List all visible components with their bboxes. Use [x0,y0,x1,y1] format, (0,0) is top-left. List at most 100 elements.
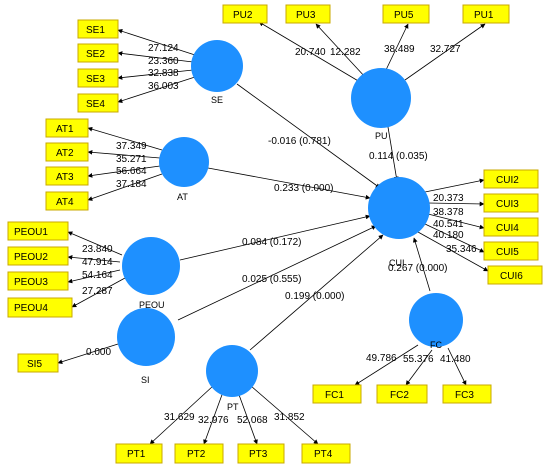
loading-cui5: 40.180 [433,230,464,241]
loading-pu3: 12.282 [330,47,361,58]
indicator-si5[interactable]: SI5 [17,353,59,373]
path-pt-cui [249,234,384,351]
loading-pt2: 32.976 [198,415,229,426]
loading-pt4: 31.852 [274,412,305,423]
indicator-se2[interactable]: SE2 [77,43,119,63]
indicator-pt2[interactable]: PT2 [174,443,224,464]
indicator-at4[interactable]: AT4 [45,191,89,211]
indicator-pu2[interactable]: PU2 [222,4,268,24]
edge-peou-peou1 [67,231,123,256]
path-se-cui [236,83,381,189]
indicator-fc3[interactable]: FC3 [442,384,492,404]
indicator-cui3[interactable]: CUI3 [483,193,539,213]
path-coef-fc-cui: 0.267 (0.000) [388,263,448,274]
indicators: SE1 SE2 SE3 SE4 AT1 AT2 AT3 AT4 PU2 PU3 … [7,4,543,464]
edge-peou-peou4 [71,277,126,308]
indicator-pu5[interactable]: PU5 [382,4,430,24]
latent-label-peou: PEOU [139,300,165,310]
indicator-label-cui3: CUI3 [496,199,519,210]
loading-peou3: 54.164 [82,270,113,281]
loading-pt3: 52.068 [237,415,268,426]
edge-se-se1 [117,29,196,56]
indicator-fc1[interactable]: FC1 [312,384,362,404]
indicator-cui5[interactable]: CUI5 [483,241,539,261]
latent-se[interactable]: SE [191,40,243,105]
indicator-se4[interactable]: SE4 [77,93,119,113]
edge-cui-cui2 [424,178,485,193]
indicator-peou3[interactable]: PEOU3 [7,271,69,291]
path-coef-peou-cui: 0.084 (0.172) [242,237,302,248]
loading-cui2: 20.373 [433,193,464,204]
loading-fc2: 55.376 [403,354,434,365]
indicator-label-pu1: PU1 [474,10,494,21]
indicator-pt3[interactable]: PT3 [237,443,285,464]
edge-se-se4 [117,76,196,103]
indicator-pu3[interactable]: PU3 [285,4,331,24]
indicator-at2[interactable]: AT2 [45,142,89,162]
latent-peou[interactable]: PEOU [122,237,180,310]
path-si-cui [177,225,377,321]
loading-se1: 27.124 [148,43,179,54]
edge-cui-cui5 [424,223,485,253]
latent-fc[interactable]: FC [409,293,463,350]
indicator-peou1[interactable]: PEOU1 [7,221,69,241]
edge-pt-pt2 [203,391,224,445]
path-coef-at-cui: 0.233 (0.000) [274,183,334,194]
indicator-at1[interactable]: AT1 [45,118,89,138]
indicator-label-pu5: PU5 [394,10,414,21]
indicator-label-se1: SE1 [86,25,105,36]
edge-peou-peou2 [67,255,121,263]
loading-labels: 27.124 23.360 32.838 36.003 37.349 35.27… [82,43,477,426]
indicator-pt1[interactable]: PT1 [115,443,163,464]
latent-at[interactable]: AT [159,137,209,202]
indicator-label-pt2: PT2 [187,449,206,460]
latent-pu[interactable]: PU [351,68,411,141]
loading-cui4: 40.541 [433,219,464,230]
edge-se-se3 [117,69,194,80]
edge-pu-pu3 [315,23,367,79]
inner-model-edges [177,83,431,351]
path-at-cui [207,167,371,200]
indicator-cui4[interactable]: CUI4 [483,217,539,237]
indicator-se1[interactable]: SE1 [77,19,119,39]
indicator-cui6[interactable]: CUI6 [487,265,543,285]
indicator-label-se3: SE3 [86,74,105,85]
latent-label-pu: PU [375,131,388,141]
indicator-at3[interactable]: AT3 [45,166,89,186]
loading-peou4: 27.287 [82,286,113,297]
outer-model-edges [57,21,489,445]
loading-at3: 56.664 [116,166,147,177]
indicator-peou2[interactable]: PEOU2 [7,246,69,266]
indicator-label-pu3: PU3 [296,10,316,21]
edge-cui-cui4 [427,213,485,230]
path-coef-pu-cui: 0.114 (0.035) [369,151,428,162]
latent-cui[interactable]: CUI [368,177,430,268]
indicator-label-cui5: CUI5 [496,247,519,258]
indicator-label-pt1: PT1 [127,449,146,460]
path-coef-se-cui: -0.016 (0.781) [268,136,331,147]
edge-fc-fc1 [354,344,419,386]
indicator-fc2[interactable]: FC2 [376,384,428,404]
indicator-label-peou1: PEOU1 [14,227,48,238]
loading-pt1: 31.629 [164,412,195,423]
loading-pu1: 32.727 [430,44,461,55]
latent-pt[interactable]: PT [206,345,258,412]
latent-label-si: SI [141,375,150,385]
path-fc-cui [412,237,431,292]
latent-label-pt: PT [227,402,239,412]
loading-peou2: 47.914 [82,257,113,268]
latent-si[interactable]: SI [117,308,175,385]
indicator-label-fc1: FC1 [325,390,344,401]
loading-fc3: 41.480 [440,354,471,365]
loading-fc1: 49.786 [366,353,397,364]
indicator-se3[interactable]: SE3 [77,68,119,88]
indicator-pt4[interactable]: PT4 [301,443,351,464]
loading-pu2: 20.740 [295,47,326,58]
indicator-cui2[interactable]: CUI2 [483,169,539,189]
indicator-peou4[interactable]: PEOU4 [7,297,73,318]
latent-label-fc: FC [430,340,442,350]
edge-fc-fc3 [447,347,467,386]
indicator-pu1[interactable]: PU1 [462,4,510,24]
loading-se3: 32.838 [148,68,179,79]
